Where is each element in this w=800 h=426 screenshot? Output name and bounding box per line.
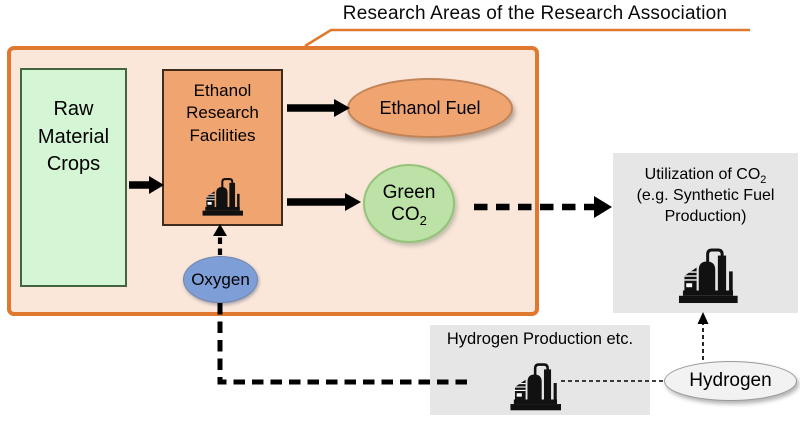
ethanol-facilities-label-line1: Ethanol	[193, 81, 252, 100]
utilization-line1-base: Utilization of CO	[644, 166, 761, 183]
refinery-icon	[200, 177, 246, 217]
page-title: Research Areas of the Research Associati…	[342, 3, 728, 24]
ethanol-facilities-label-line3: Facilities	[189, 125, 256, 145]
hydrogen-label: Hydrogen	[689, 370, 772, 391]
green-co2-label-line1: Green	[382, 181, 436, 203]
utilization-label-line2: (e.g. Synthetic Fuel	[636, 187, 775, 205]
green-co2-formula-base: CO	[391, 203, 420, 225]
refinery-icon	[508, 362, 565, 412]
green-co2-node: Green CO2	[363, 164, 455, 243]
green-co2-formula: CO2	[391, 203, 427, 228]
oxygen-node: Oxygen	[183, 256, 258, 303]
raw-material-crops-box: Raw Material Crops	[20, 68, 127, 287]
raw-material-crops-label-line1: Raw	[53, 98, 94, 120]
utilization-label-line1: Utilization of CO2	[613, 164, 798, 187]
utilization-co2-panel: Utilization of CO2 (e.g. Synthetic Fuel …	[613, 153, 798, 313]
utilization-line1-subscript: 2	[760, 174, 767, 187]
ethanol-facilities-label-line2: Research	[186, 103, 259, 123]
ethanol-fuel-label: Ethanol Fuel	[379, 97, 481, 118]
raw-material-crops-label-line3: Crops	[46, 153, 101, 176]
hydrogen-production-label: Hydrogen Production etc.	[446, 330, 634, 348]
hydrogen-production-panel: Hydrogen Production etc.	[430, 325, 650, 415]
arrow-hydrogen-to-utilization	[697, 312, 709, 360]
oxygen-label: Oxygen	[191, 269, 250, 289]
ethanol-fuel-node: Ethanol Fuel	[347, 78, 513, 138]
ethanol-research-facilities-box: Ethanol Research Facilities	[162, 69, 283, 226]
hydrogen-node: Hydrogen	[664, 361, 797, 401]
utilization-label-line3: Production)	[664, 208, 747, 226]
refinery-icon	[675, 247, 741, 305]
raw-material-crops-label-line2: Material	[37, 125, 110, 148]
green-co2-formula-subscript: 2	[419, 212, 427, 228]
title-callout-line	[304, 28, 750, 48]
